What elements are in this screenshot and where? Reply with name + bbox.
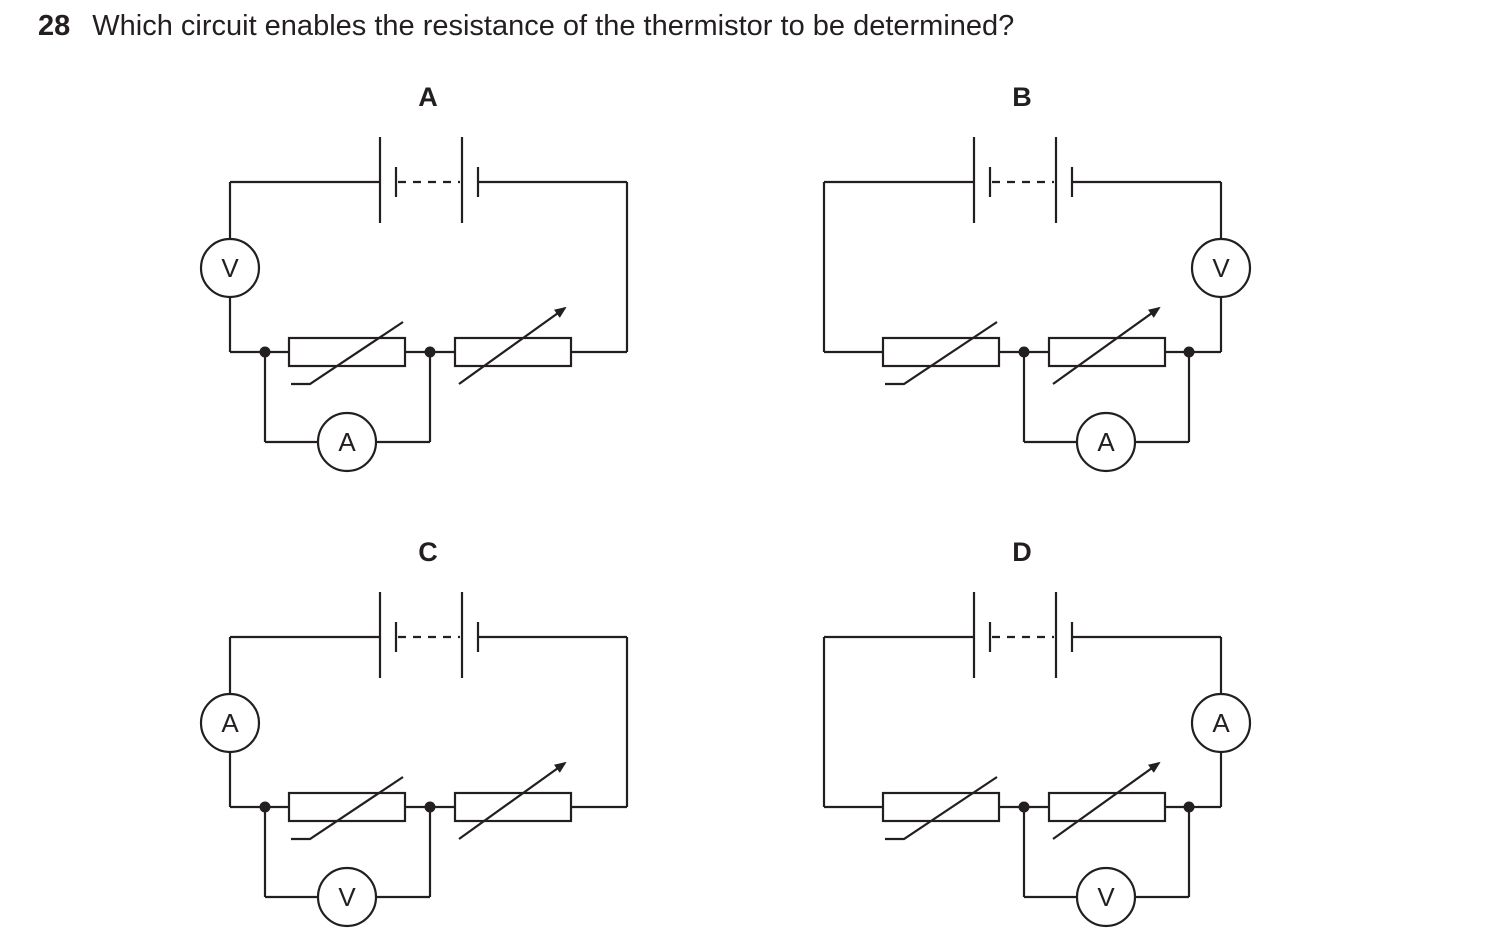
battery-icon xyxy=(972,137,1074,223)
ammeter-symbol: A xyxy=(1212,708,1230,738)
option-label: D xyxy=(1012,537,1032,567)
voltmeter-circle xyxy=(316,866,378,928)
ammeter-symbol: A xyxy=(338,427,356,457)
variable-resistor-icon xyxy=(1047,306,1167,385)
ammeter-icon: A xyxy=(199,692,261,754)
voltmeter-icon: V xyxy=(1190,237,1252,299)
thermistor-icon xyxy=(287,321,407,386)
variable-resistor-arrow xyxy=(1052,306,1161,385)
thermistor-line xyxy=(291,776,404,841)
variable-resistor-icon xyxy=(453,761,573,840)
ammeter-symbol: A xyxy=(221,708,239,738)
voltmeter-circle xyxy=(1075,866,1137,928)
voltmeter-circle xyxy=(199,237,261,299)
thermistor-body xyxy=(881,336,1001,368)
circuit-d: D A V xyxy=(822,537,1252,928)
battery-icon xyxy=(378,592,480,678)
ammeter-icon: A xyxy=(1075,411,1137,473)
thermistor-body xyxy=(287,336,407,368)
ammeter-symbol: A xyxy=(1097,427,1115,457)
voltmeter-symbol: V xyxy=(338,882,356,912)
voltmeter-icon: V xyxy=(199,237,261,299)
option-label: B xyxy=(1012,82,1032,112)
battery-icon xyxy=(378,137,480,223)
voltmeter-circle xyxy=(1190,237,1252,299)
voltmeter-icon: V xyxy=(1075,866,1137,928)
thermistor-line xyxy=(885,776,998,841)
variable-resistor-body xyxy=(1047,791,1167,823)
variable-resistor-icon xyxy=(1047,761,1167,840)
ammeter-icon: A xyxy=(1190,692,1252,754)
voltmeter-symbol: V xyxy=(221,253,239,283)
ammeter-circle xyxy=(1190,692,1252,754)
voltmeter-symbol: V xyxy=(1212,253,1230,283)
variable-resistor-body xyxy=(453,791,573,823)
ammeter-circle xyxy=(199,692,261,754)
question-text: Which circuit enables the resistance of … xyxy=(92,10,1015,42)
ammeter-circle xyxy=(316,411,378,473)
variable-resistor-arrow xyxy=(458,761,567,840)
variable-resistor-icon xyxy=(453,306,573,385)
voltmeter-icon: V xyxy=(316,866,378,928)
ammeter-circle xyxy=(1075,411,1137,473)
circuit-c: C A V xyxy=(199,537,629,928)
question-number: 28 xyxy=(38,10,71,42)
variable-resistor-body xyxy=(453,336,573,368)
option-label: C xyxy=(418,537,438,567)
battery-icon xyxy=(972,592,1074,678)
thermistor-body xyxy=(287,791,407,823)
variable-resistor-body xyxy=(1047,336,1167,368)
thermistor-icon xyxy=(881,776,1001,841)
thermistor-line xyxy=(291,321,404,386)
circuit-b: B V A xyxy=(822,82,1252,473)
variable-resistor-arrow xyxy=(1052,761,1161,840)
thermistor-icon xyxy=(881,321,1001,386)
question: 28 Which circuit enables the resistance o… xyxy=(38,10,1014,43)
circuit-a: A V A xyxy=(199,82,629,473)
option-label: A xyxy=(418,82,438,112)
thermistor-body xyxy=(881,791,1001,823)
variable-resistor-arrow xyxy=(458,306,567,385)
thermistor-icon xyxy=(287,776,407,841)
ammeter-icon: A xyxy=(316,411,378,473)
thermistor-line xyxy=(885,321,998,386)
voltmeter-symbol: V xyxy=(1097,882,1115,912)
